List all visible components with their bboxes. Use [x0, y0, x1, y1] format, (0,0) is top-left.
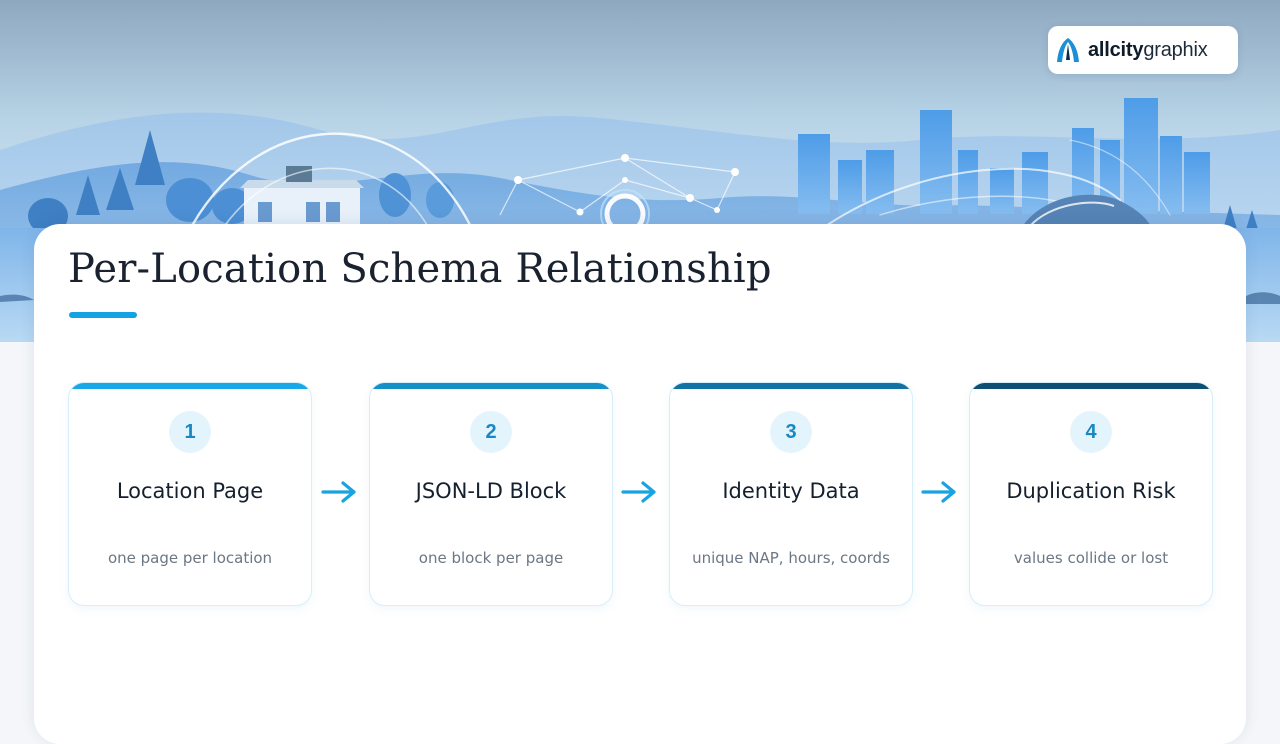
step-number-badge: 3	[770, 411, 812, 453]
arrow-right-icon	[621, 481, 656, 503]
step-description: unique NAP, hours, coords	[692, 549, 890, 567]
step-accent-bar	[69, 383, 311, 389]
step-title: Identity Data	[722, 479, 860, 503]
step-description: one page per location	[107, 549, 273, 567]
step-card-4: 4 Duplication Risk values collide or los…	[969, 382, 1213, 606]
arrow-right-icon	[921, 481, 956, 503]
brand-name-bold: allcity	[1088, 38, 1144, 61]
content-card: Per-Location Schema Relationship 1 Locat…	[34, 224, 1246, 744]
step-title: JSON-LD Block	[415, 479, 567, 503]
logo-mark-icon	[1048, 26, 1088, 74]
brand-name: allcitygraphix	[1088, 39, 1208, 62]
page-title: Per-Location Schema Relationship	[68, 246, 772, 292]
step-accent-bar	[970, 383, 1212, 389]
step-card-2: 2 JSON-LD Block one block per page	[369, 382, 613, 606]
step-title: Duplication Risk	[1006, 479, 1176, 503]
step-accent-bar	[370, 383, 612, 389]
step-description: values collide or lost	[1013, 549, 1169, 567]
step-number-badge: 4	[1070, 411, 1112, 453]
step-description: one block per page	[418, 549, 564, 567]
brand-logo[interactable]: allcitygraphix	[1048, 26, 1238, 74]
step-number-badge: 1	[169, 411, 211, 453]
step-number-badge: 2	[470, 411, 512, 453]
step-title: Location Page	[116, 479, 264, 503]
step-card-3: 3 Identity Data unique NAP, hours, coord…	[669, 382, 913, 606]
step-accent-bar	[670, 383, 912, 389]
step-card-1: 1 Location Page one page per location	[68, 382, 312, 606]
brand-name-light: graphix	[1143, 38, 1208, 61]
title-underline	[69, 312, 137, 318]
arrow-right-icon	[321, 481, 356, 503]
